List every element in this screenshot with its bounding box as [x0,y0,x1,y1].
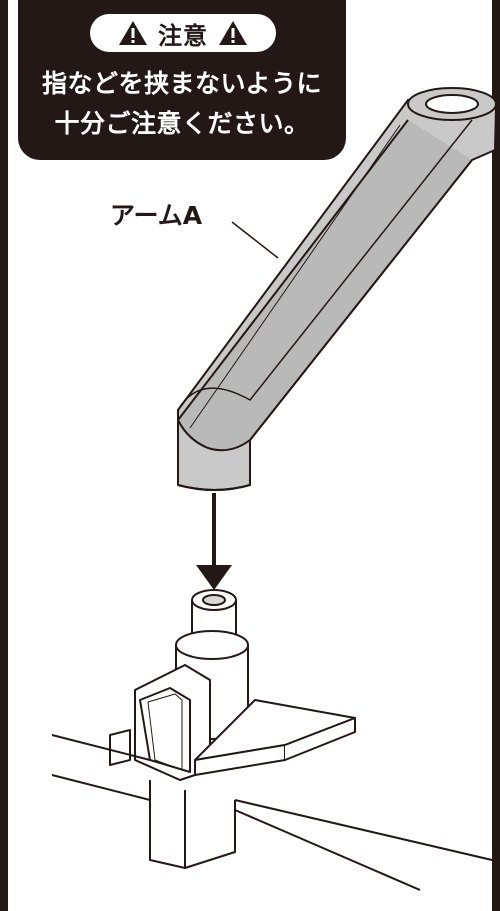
caution-header: 注意 [90,14,276,52]
warning-triangle-icon [118,20,148,46]
label-leader-line [232,222,278,258]
caution-title: 注意 [158,16,208,51]
caution-text-line-1: 指などを挟まないように [18,64,346,100]
caution-box: 注意 指などを挟まないように 十分ご注意ください。 [18,0,346,160]
insertion-arrow [196,493,232,590]
arm-a-label: アームA [110,196,202,232]
caution-text-line-2: 十分ご注意ください。 [18,104,346,140]
warning-triangle-icon [218,20,248,46]
